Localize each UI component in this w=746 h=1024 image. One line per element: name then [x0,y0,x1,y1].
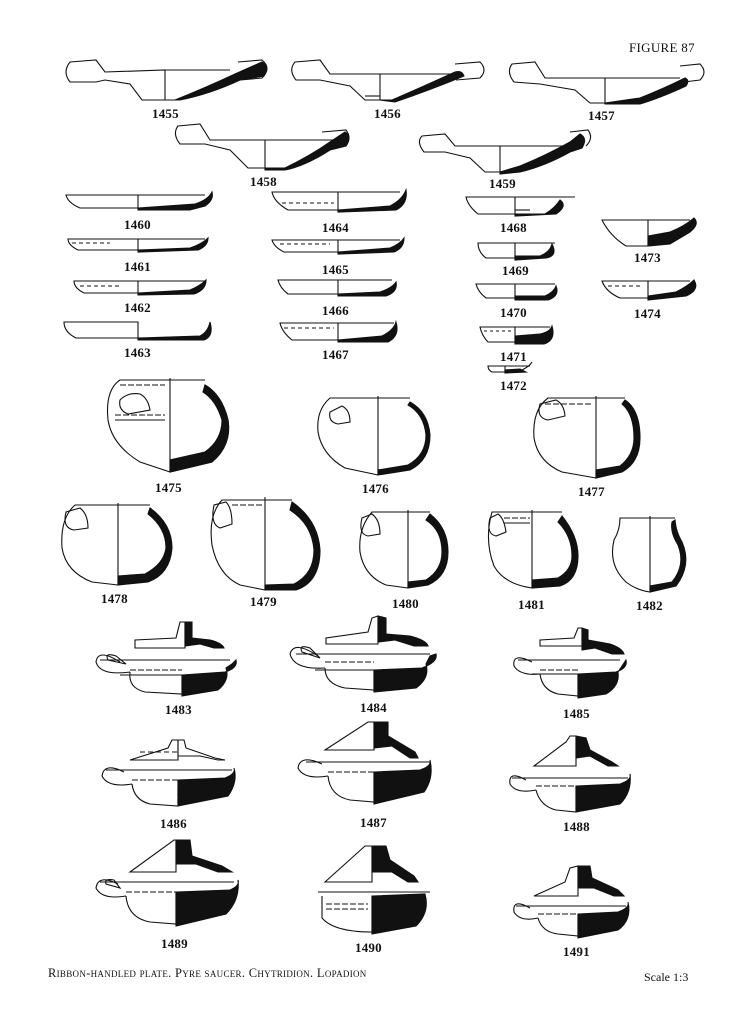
label-1470: 1470 [500,305,527,320]
vessel-1456 [291,59,485,103]
label-1459: 1459 [489,176,516,191]
label-1473: 1473 [634,250,661,265]
vessel-1479 [210,497,321,591]
vessel-1489 [95,839,239,927]
label-1475: 1475 [155,480,182,495]
label-1462: 1462 [124,300,151,315]
label-1486: 1486 [160,816,187,831]
label-1457: 1457 [588,108,615,123]
label-1468: 1468 [500,220,527,235]
saucer-column-2 [271,187,407,343]
saucer-column-3 [465,196,575,374]
label-1487: 1487 [360,815,387,830]
label-1489: 1489 [161,936,188,951]
figure-caption: Ribbon-handled plate. Pyre saucer. Chytr… [48,966,367,980]
vessel-1483 [95,621,237,697]
label-1484: 1484 [360,700,387,715]
label-1490: 1490 [355,940,382,955]
vessel-1485 [513,627,627,699]
label-1480: 1480 [392,596,419,611]
vessel-1455 [65,59,268,101]
label-1483: 1483 [165,702,192,717]
saucer-column-1 [63,190,213,341]
label-1455: 1455 [152,106,179,121]
label-1485: 1485 [563,706,590,721]
vessel-1476 [317,396,431,476]
label-1476: 1476 [362,481,389,496]
vessel-1475 [106,378,230,473]
vessel-1459 [418,129,592,175]
label-1461: 1461 [124,259,151,274]
label-1472: 1472 [500,378,527,393]
vessel-1480 [359,510,449,589]
saucer-column-4 [601,217,697,301]
label-1465: 1465 [322,262,349,277]
label-1482: 1482 [636,598,663,613]
vessel-1486 [101,739,236,807]
vessel-1487 [297,721,432,805]
label-1474: 1474 [634,306,661,321]
vessel-1481 [487,510,579,589]
label-1469: 1469 [502,263,529,278]
vessel-1484 [289,615,437,693]
vessel-1491 [513,865,630,939]
label-1463: 1463 [124,345,151,360]
label-1478: 1478 [101,591,128,606]
vessel-1477 [533,396,641,479]
label-1458: 1458 [250,174,277,189]
vessel-1488 [509,735,631,813]
label-1471: 1471 [500,349,527,364]
label-1456: 1456 [374,106,401,121]
vessel-1478 [61,503,173,586]
vessel-1457 [508,61,705,105]
vessel-1458 [174,123,350,171]
vessel-1490 [318,845,430,935]
label-1464: 1464 [322,220,349,235]
scale-note: Scale 1:3 [644,970,689,984]
label-1467: 1467 [322,347,349,362]
label-1481: 1481 [518,597,545,612]
figure-title: FIGURE 87 [629,40,695,55]
label-1477: 1477 [578,484,605,499]
label-1488: 1488 [563,819,590,834]
vessel-1482 [611,516,687,593]
label-1491: 1491 [563,944,590,959]
label-1479: 1479 [250,594,277,609]
label-1466: 1466 [322,303,349,318]
label-1460: 1460 [124,217,151,232]
